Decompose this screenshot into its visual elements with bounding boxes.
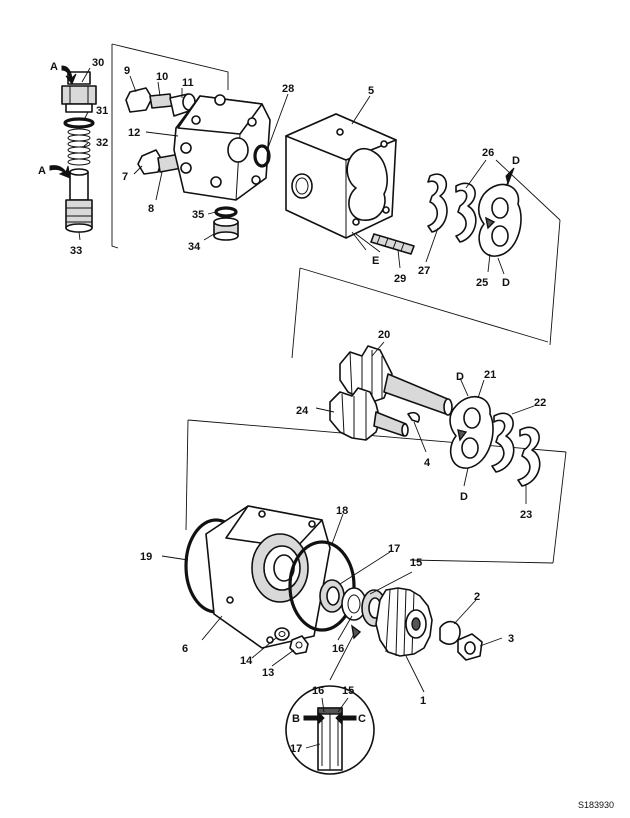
letter-a-middle: A bbox=[38, 165, 46, 177]
letter-d-upper-bottom: D bbox=[502, 277, 510, 289]
label-part-18: 18 bbox=[336, 505, 348, 517]
label-part-14: 14 bbox=[240, 655, 253, 667]
label-part-5: 5 bbox=[368, 85, 374, 97]
plug-34-35 bbox=[213, 206, 239, 241]
label-part-17: 17 bbox=[388, 543, 400, 555]
washer-14-nut-13 bbox=[274, 627, 309, 655]
label-part-30: 30 bbox=[92, 57, 104, 69]
drive-gear-20 bbox=[339, 345, 453, 416]
label-part-29: 29 bbox=[394, 273, 406, 285]
label-part-34: 34 bbox=[188, 241, 201, 253]
letter-e: E bbox=[372, 255, 379, 267]
washer-2-nut-3 bbox=[439, 620, 483, 661]
end-cover-12 bbox=[173, 94, 271, 201]
gear-housing-5 bbox=[285, 113, 397, 239]
letter-a-top: A bbox=[50, 61, 58, 73]
label-part-31: 31 bbox=[96, 105, 108, 117]
drive-gear-1 bbox=[375, 587, 433, 657]
label-part-25: 25 bbox=[476, 277, 488, 289]
label-part-9: 9 bbox=[124, 65, 130, 77]
leader-lines bbox=[78, 67, 535, 749]
dowel-29 bbox=[370, 233, 415, 255]
label-part-7: 7 bbox=[122, 171, 128, 183]
inset-label-16: 16 bbox=[312, 685, 324, 697]
letter-d-lower-top: D bbox=[456, 371, 464, 383]
label-part-26: 26 bbox=[482, 147, 494, 159]
spring-32 bbox=[67, 128, 91, 166]
shaft-seals-15-16-17 bbox=[319, 579, 387, 627]
key-4 bbox=[407, 411, 421, 423]
reference-arrows bbox=[49, 65, 515, 726]
label-part-4: 4 bbox=[424, 457, 431, 469]
wear-plate-21 bbox=[449, 395, 494, 469]
letter-d-lower-bottom: D bbox=[460, 491, 468, 503]
label-part-1: 1 bbox=[420, 695, 426, 707]
letter-c: C bbox=[358, 713, 366, 725]
label-part-27: 27 bbox=[418, 265, 430, 277]
label-part-21: 21 bbox=[484, 369, 496, 381]
label-part-8: 8 bbox=[148, 203, 154, 215]
wear-plate-25 bbox=[477, 183, 522, 257]
letter-b: B bbox=[292, 713, 300, 725]
label-part-22: 22 bbox=[534, 397, 546, 409]
label-part-13: 13 bbox=[262, 667, 274, 679]
label-part-15: 15 bbox=[410, 557, 422, 569]
label-part-6: 6 bbox=[182, 643, 188, 655]
letter-labels: A A B C D D D D E bbox=[38, 61, 520, 725]
label-part-33: 33 bbox=[70, 245, 82, 257]
inset-labels: 16 15 17 bbox=[290, 685, 354, 755]
seals-26-27 bbox=[427, 173, 477, 243]
label-part-3: 3 bbox=[508, 633, 514, 645]
part-number-labels: 1 2 3 4 5 6 7 8 9 10 11 12 13 14 15 16 1… bbox=[70, 57, 546, 707]
label-part-2: 2 bbox=[474, 591, 480, 603]
label-part-10: 10 bbox=[156, 71, 168, 83]
letter-d-upper-top: D bbox=[512, 155, 520, 167]
label-part-35: 35 bbox=[192, 209, 204, 221]
relief-valve-stack bbox=[61, 71, 97, 233]
label-part-11: 11 bbox=[182, 77, 194, 89]
assembly-frame-lines bbox=[111, 43, 567, 564]
label-part-16: 16 bbox=[332, 643, 344, 655]
label-part-20: 20 bbox=[378, 329, 390, 341]
label-part-24: 24 bbox=[296, 405, 309, 417]
label-part-19: 19 bbox=[140, 551, 152, 563]
label-part-32: 32 bbox=[96, 137, 108, 149]
seals-22-23 bbox=[491, 412, 541, 487]
label-part-23: 23 bbox=[520, 509, 532, 521]
inset-label-15: 15 bbox=[342, 685, 354, 697]
drawing-reference-number: S183930 bbox=[578, 800, 614, 810]
label-part-12: 12 bbox=[128, 127, 140, 139]
label-part-28: 28 bbox=[282, 83, 294, 95]
driven-gear-24 bbox=[329, 387, 409, 441]
front-housing-6 bbox=[184, 505, 356, 649]
inset-label-17: 17 bbox=[290, 743, 302, 755]
